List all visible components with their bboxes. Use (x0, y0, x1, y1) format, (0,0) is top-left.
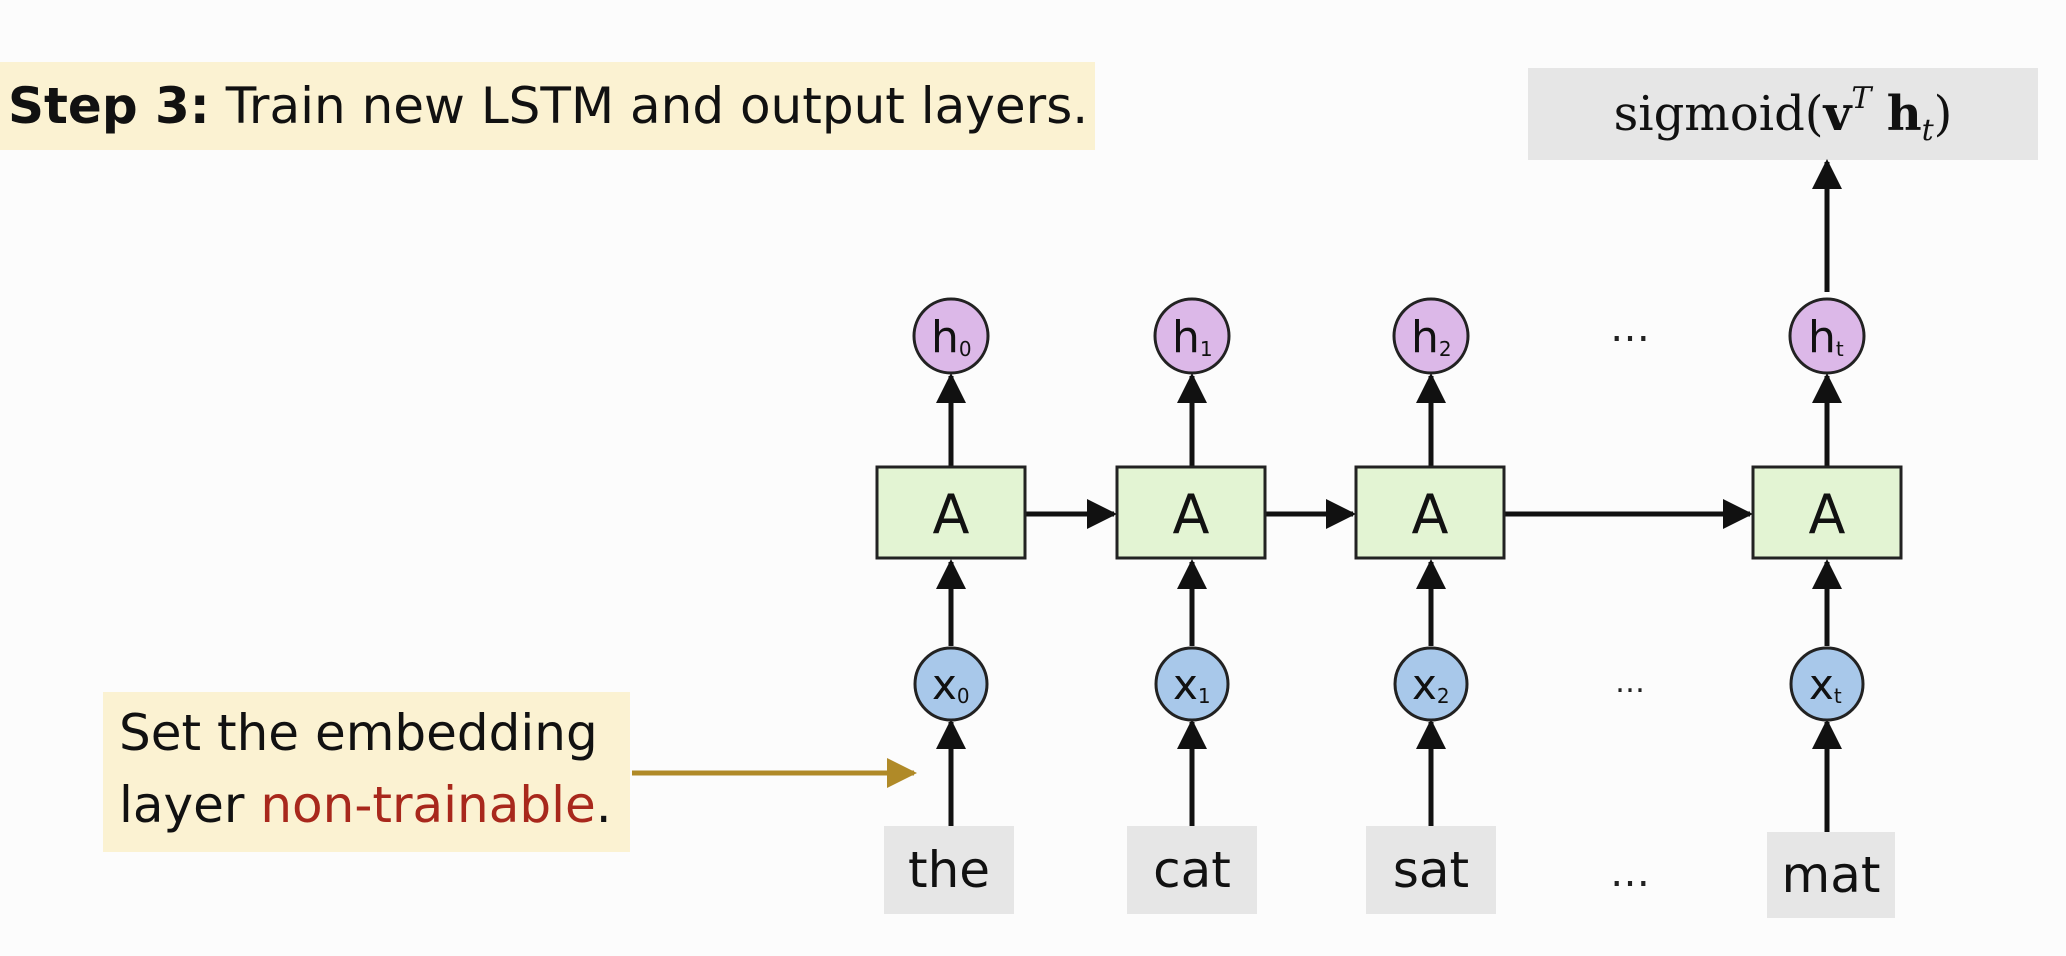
cell-label-0: A (933, 483, 970, 546)
input-node-xt (1789, 646, 1865, 722)
lstm-cell-2 (1354, 465, 1506, 560)
formula-transpose: T (1851, 81, 1872, 116)
formula-t: t (1921, 113, 1934, 148)
lstm-cell-0 (875, 465, 1027, 560)
note-highlight: non-trainable (260, 776, 596, 834)
formula-h: h (1886, 86, 1922, 142)
ht-label: ht (1808, 312, 1844, 363)
note-prefix: layer (119, 776, 261, 834)
formula-close: ) (1933, 86, 1953, 142)
output-formula: sigmoid(vT ht) (1528, 68, 2038, 160)
h1-label: h1 (1172, 312, 1213, 363)
word-ellipsis: … (1610, 850, 1652, 896)
note-line-1: Set the embedding (119, 704, 598, 762)
hidden-node-h2 (1392, 297, 1470, 375)
hidden-node-h0 (912, 297, 990, 375)
word-box-mat: mat (1767, 832, 1895, 918)
lstm-cell-1 (1115, 465, 1267, 560)
step-label: Step 3: (8, 77, 210, 135)
formula-v: v (1823, 86, 1852, 142)
word-box-sat: sat (1366, 826, 1496, 914)
x1-label: x1 (1173, 660, 1211, 709)
cell-label-1: A (1173, 483, 1210, 546)
x0-label: x0 (932, 660, 970, 709)
formula-func: sigmoid( (1613, 86, 1824, 142)
output-formula-box: sigmoid(vT ht) (1528, 68, 2038, 160)
step-title: Step 3: Train new LSTM and output layers… (8, 62, 1088, 150)
h0-label: h0 (931, 312, 972, 363)
hidden-node-ht (1788, 297, 1866, 375)
step-title-box: Step 3: Train new LSTM and output layers… (0, 62, 1095, 150)
hidden-node-h1 (1153, 297, 1231, 375)
note-suffix: . (595, 776, 612, 834)
cell-label-t: A (1809, 483, 1846, 546)
input-node-x2 (1393, 646, 1469, 722)
xt-label: xt (1809, 660, 1842, 709)
x2-label: x2 (1412, 660, 1450, 709)
input-node-x0 (913, 646, 989, 722)
cell-label-2: A (1412, 483, 1449, 546)
hidden-ellipsis: … (1610, 305, 1652, 351)
h2-label: h2 (1411, 312, 1452, 363)
note-line-2: layer non-trainable. (119, 776, 612, 834)
embedding-note-box: Set the embedding layer non-trainable. (103, 692, 630, 852)
input-ellipsis: … (1615, 665, 1647, 700)
step-description: Train new LSTM and output layers. (225, 77, 1089, 135)
lstm-cell-t (1751, 465, 1903, 560)
word-box-cat: cat (1127, 826, 1257, 914)
word-box-the: the (884, 826, 1014, 914)
input-node-x1 (1154, 646, 1230, 722)
